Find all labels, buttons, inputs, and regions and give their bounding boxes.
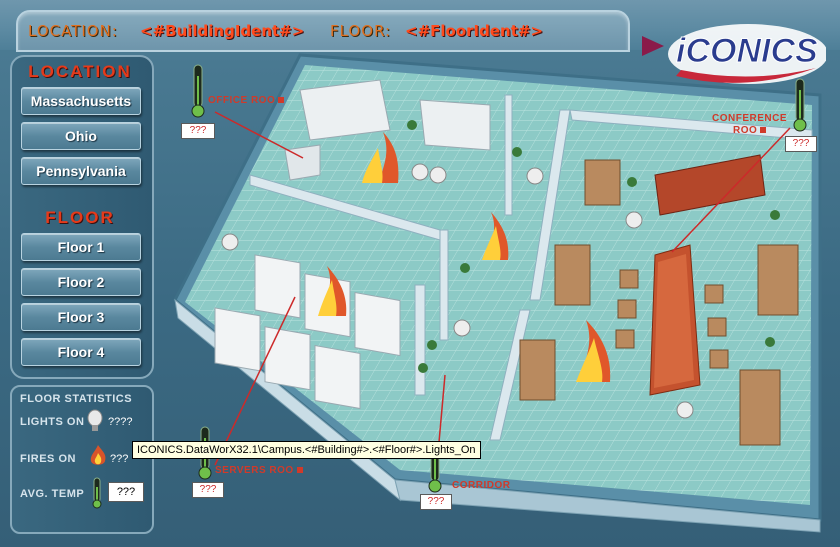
conference-room-label-line2: ROO xyxy=(733,125,767,136)
floor-button-4[interactable]: Floor 4 xyxy=(21,338,141,366)
thermometer-icon xyxy=(793,78,807,132)
lights-on-label: LIGHTS ON xyxy=(20,416,85,428)
office-room-label: OFFICE ROO xyxy=(208,95,285,106)
thermometer-icon xyxy=(92,477,102,509)
corridor-label: CORRIDOR xyxy=(452,480,511,491)
logo-text: iCONICS xyxy=(676,32,818,70)
outer-wall-bottom xyxy=(394,479,821,533)
floor-plan-map xyxy=(173,53,822,533)
bookshelf xyxy=(654,154,766,216)
wall-conference-west xyxy=(529,109,571,301)
fires-on-value: ??? xyxy=(110,453,129,465)
wall-corridor-west xyxy=(414,284,426,396)
thermometer-icon xyxy=(191,64,205,118)
floor-button-1[interactable]: Floor 1 xyxy=(21,233,141,261)
avg-temp-value: ??? xyxy=(108,482,144,502)
location-label: LOCATION: xyxy=(28,22,118,40)
location-heading: LOCATION xyxy=(28,62,132,81)
fire-icon xyxy=(576,320,611,382)
title-panel xyxy=(16,10,630,52)
floor-statistics-panel xyxy=(10,385,154,534)
avg-temp-label: AVG. TEMP xyxy=(20,488,85,500)
floor-button-3[interactable]: Floor 3 xyxy=(21,303,141,331)
location-button-massachusetts[interactable]: Massachusetts xyxy=(21,87,141,115)
location-button-pennsylvania[interactable]: Pennsylvania xyxy=(21,157,141,185)
fires-on-label: FIRES ON xyxy=(20,453,76,465)
light-bulb-icon xyxy=(87,409,103,431)
room-pointer-lines xyxy=(214,111,791,488)
fire-icon xyxy=(482,212,509,260)
location-button-ohio[interactable]: Ohio xyxy=(21,122,141,150)
floor-value: <#FloorIdent#> xyxy=(405,22,544,40)
iconics-logo: iCONICS xyxy=(636,18,828,88)
sofas xyxy=(519,159,799,446)
floor-label: FLOOR: xyxy=(330,22,392,40)
fire-icon xyxy=(318,266,347,316)
corridor-temp: ??? xyxy=(420,494,452,510)
floor-button-2[interactable]: Floor 2 xyxy=(21,268,141,296)
conference-chairs xyxy=(615,269,729,369)
light-bulb-icon xyxy=(221,163,694,419)
plant-icon xyxy=(407,120,780,373)
conference-room-temp: ??? xyxy=(785,136,817,152)
location-value: <#BuildingIdent#> xyxy=(140,22,305,40)
servers-room-temp: ??? xyxy=(192,482,224,498)
logo-arrow-icon xyxy=(642,36,664,56)
floor-heading: FLOOR xyxy=(45,208,115,227)
office-room-temp: ??? xyxy=(181,123,215,139)
conference-table xyxy=(649,244,701,396)
lights-on-value: ???? xyxy=(108,416,133,428)
conference-room-label-line1: CONFERENCE xyxy=(712,113,788,124)
wall-servers-east xyxy=(439,229,449,341)
wall-office-east xyxy=(504,94,513,216)
fire-icon xyxy=(90,445,106,465)
tag-tooltip: ICONICS.DataWorX32.1\Campus.<#Building#>… xyxy=(132,441,481,459)
fire-icon xyxy=(362,132,399,183)
servers-room-label: SERVERS ROO xyxy=(215,465,303,476)
floor-statistics-heading: FLOOR STATISTICS xyxy=(20,393,133,405)
